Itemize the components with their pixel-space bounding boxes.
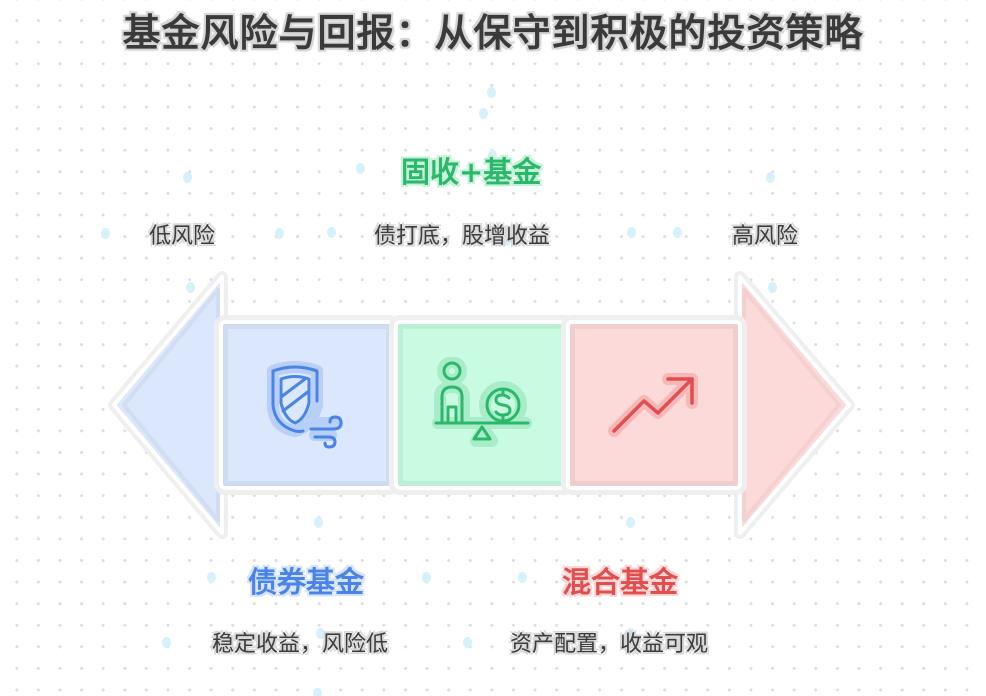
decorative-bubble bbox=[488, 150, 497, 161]
decorative-bubble bbox=[479, 108, 488, 119]
segment-box-fixed-income-plus bbox=[394, 320, 570, 490]
decorative-bubble bbox=[626, 628, 635, 639]
axis-label-high-risk: 高风险 bbox=[732, 224, 799, 249]
decorative-bubble bbox=[356, 163, 365, 174]
decorative-bubble bbox=[316, 628, 325, 639]
segment-title-bond-fund: 债券基金 bbox=[248, 565, 365, 599]
decorative-bubble bbox=[162, 637, 171, 648]
segment-title-hybrid-fund: 混合基金 bbox=[562, 565, 679, 599]
decorative-bubble bbox=[518, 572, 527, 583]
trending-up-icon bbox=[608, 373, 698, 437]
decorative-bubble bbox=[502, 235, 511, 246]
segment-box-bond-fund bbox=[219, 320, 395, 490]
person-scale-coin-icon bbox=[432, 357, 532, 447]
decorative-bubble bbox=[766, 172, 775, 183]
segment-desc-bond-fund: 稳定收益，风险低 bbox=[212, 632, 389, 657]
decorative-bubble bbox=[183, 172, 192, 183]
decorative-bubble bbox=[275, 228, 284, 239]
axis-label-low-risk: 低风险 bbox=[149, 224, 216, 249]
decorative-bubble bbox=[314, 517, 323, 528]
decorative-bubble bbox=[673, 227, 682, 238]
segment-desc-fixed-income-plus: 债打底，股增收益 bbox=[374, 224, 551, 249]
segment-box-hybrid-fund bbox=[566, 320, 742, 490]
decorative-bubble bbox=[207, 572, 216, 583]
decorative-bubble bbox=[768, 282, 777, 293]
segment-desc-hybrid-fund: 资产配置，收益可观 bbox=[510, 632, 709, 657]
decorative-bubble bbox=[327, 227, 336, 238]
shield-wind-icon bbox=[267, 361, 343, 449]
decorative-bubble bbox=[186, 282, 195, 293]
decorative-bubble bbox=[422, 572, 431, 583]
decorative-bubble bbox=[463, 637, 472, 648]
page-title: 基金风险与回报：从保守到积极的投资策略 bbox=[122, 10, 864, 55]
decorative-bubble bbox=[313, 688, 322, 696]
decorative-bubble bbox=[626, 517, 635, 528]
segment-title-fixed-income-plus: 固收+基金 bbox=[401, 155, 542, 189]
decorative-bubble bbox=[627, 227, 636, 238]
decorative-bubble bbox=[487, 87, 496, 98]
decorative-bubble bbox=[101, 228, 110, 239]
